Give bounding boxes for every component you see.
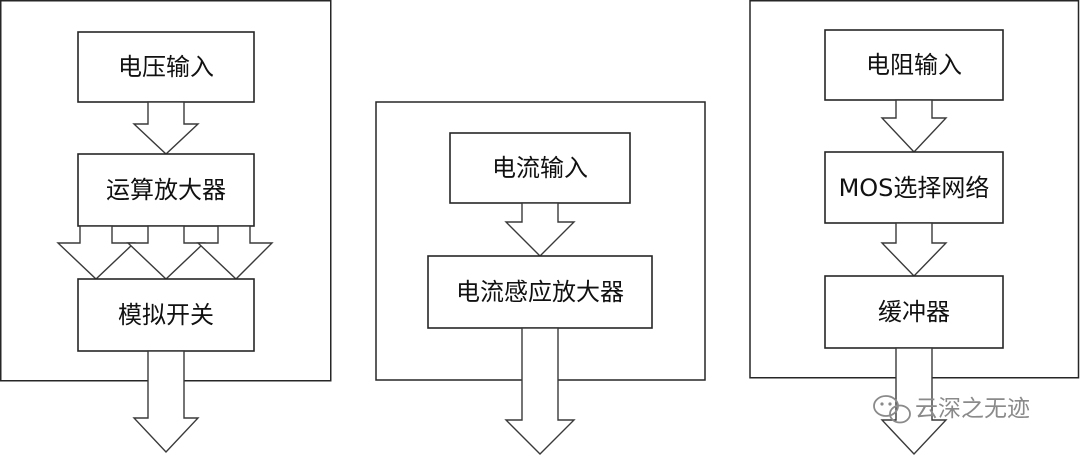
current-input-to-amp-arrow	[504, 202, 576, 257]
analog-switch-box	[77, 278, 255, 352]
amp-to-switch-arrow-right	[196, 225, 274, 280]
analog-switch-label: 模拟开关	[118, 301, 214, 329]
mos-network-label: MOS选择网络	[839, 174, 990, 202]
resistance-panel: 电阻输入 MOS选择网络 缓冲器	[749, 0, 1080, 456]
current-input-box	[449, 132, 631, 204]
buffer-label: 缓冲器	[878, 298, 950, 326]
watermark-text: 云深之无迹	[915, 396, 1030, 422]
current-input-label: 电流输入	[492, 154, 588, 182]
voltage-input-label: 电压输入	[118, 53, 214, 81]
watermark: 云深之无迹	[873, 395, 1030, 424]
op-amp-box	[77, 153, 255, 227]
network-to-buffer-arrow	[880, 222, 948, 278]
resistance-input-label: 电阻输入	[866, 51, 962, 79]
voltage-panel: 电压输入 运算放大器 模拟开关	[0, 0, 332, 454]
amp-to-switch-arrow-middle	[126, 225, 206, 280]
current-panel: 电流输入 电流感应放大器	[375, 101, 706, 455]
voltage-output-arrow	[132, 350, 200, 454]
op-amp-label: 运算放大器	[106, 176, 226, 204]
voltage-input-box	[77, 31, 255, 103]
voltage-input-to-amp-arrow	[132, 101, 200, 155]
mos-network-box	[824, 151, 1004, 224]
amp-to-switch-arrow-left	[56, 225, 136, 280]
current-output-arrow	[504, 327, 576, 455]
resistance-input-box	[824, 29, 1004, 101]
wechat-icon	[873, 395, 911, 424]
resistance-input-to-network-arrow	[880, 99, 948, 154]
current-sense-amp-label: 电流感应放大器	[456, 278, 624, 306]
